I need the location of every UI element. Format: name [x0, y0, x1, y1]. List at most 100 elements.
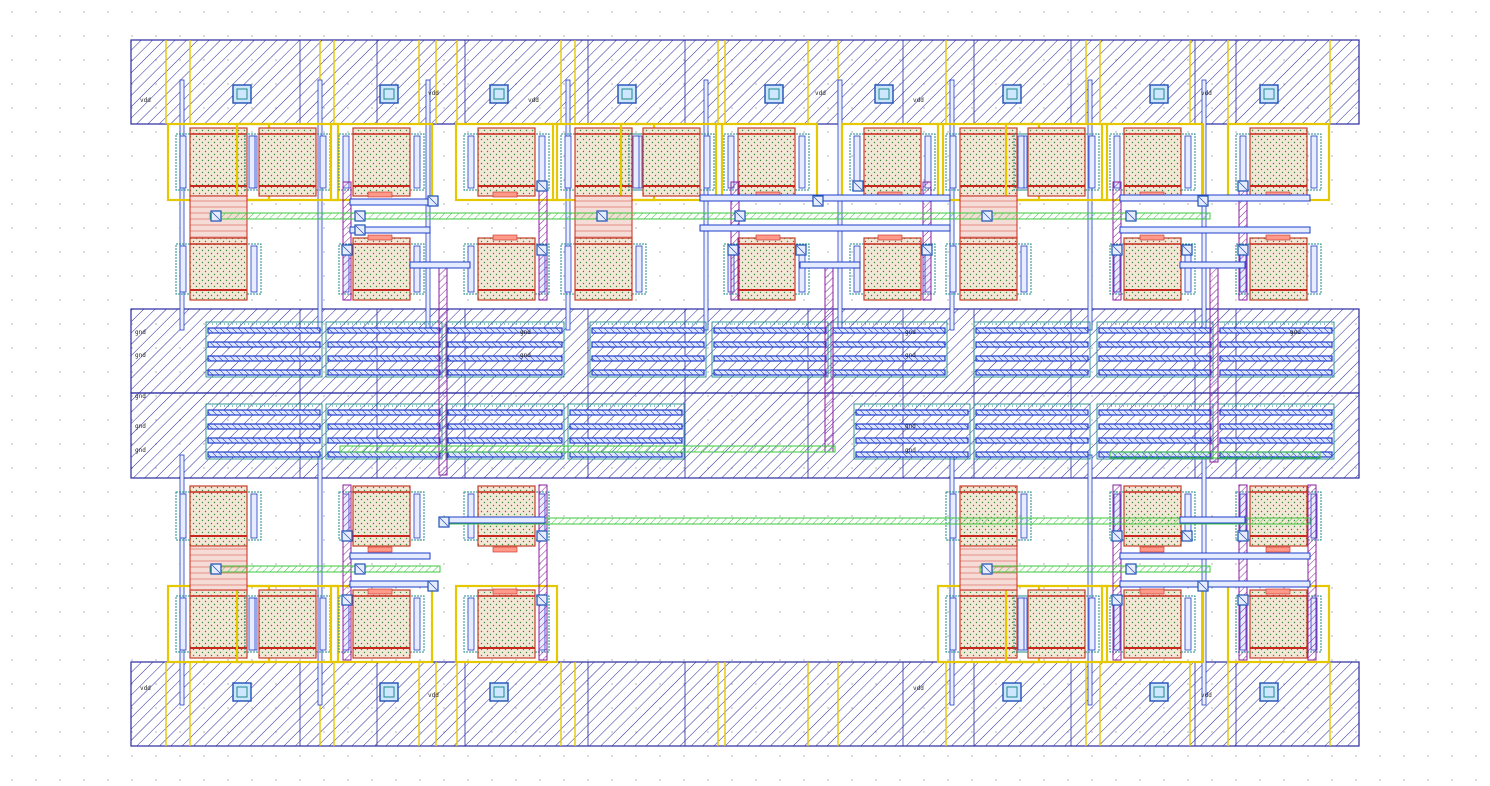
metal2-horizontal-route[interactable] [339, 445, 836, 453]
source-contact-strip[interactable] [949, 493, 957, 539]
rail-contact[interactable] [379, 84, 399, 104]
drain-contact-strip[interactable] [1088, 597, 1096, 651]
source-contact-strip[interactable] [949, 245, 957, 293]
transistor[interactable] [714, 122, 819, 202]
drain-contact-strip[interactable] [1310, 245, 1318, 293]
transistor[interactable] [175, 485, 262, 547]
gate-pin[interactable] [1139, 234, 1165, 241]
metal1-horizontal-route[interactable] [349, 198, 431, 206]
metal2-vertical-route[interactable] [538, 484, 548, 661]
capacitor-bank[interactable] [1217, 321, 1335, 378]
metal2-vertical-route[interactable] [538, 181, 548, 301]
power-rail[interactable] [130, 39, 1360, 125]
metal1-horizontal-route[interactable] [699, 194, 951, 202]
transistor[interactable] [560, 237, 647, 301]
metal1-horizontal-route[interactable] [1119, 552, 1311, 560]
gate-pin[interactable] [367, 234, 393, 241]
gate-pin[interactable] [1265, 588, 1291, 595]
source-contact-strip[interactable] [1239, 135, 1247, 189]
drain-contact-strip[interactable] [1310, 135, 1318, 189]
transistor[interactable] [175, 237, 262, 301]
source-contact-strip[interactable] [179, 245, 187, 293]
gate-pin[interactable] [755, 234, 781, 241]
metal1-horizontal-route[interactable] [799, 261, 861, 269]
metal1-horizontal-route[interactable] [1119, 226, 1311, 234]
gate-pin[interactable] [1139, 588, 1165, 595]
rail-contact[interactable] [617, 84, 637, 104]
gate-pin[interactable] [367, 546, 393, 553]
transistor[interactable] [1004, 584, 1109, 664]
rail-contact[interactable] [1002, 84, 1022, 104]
metal2-horizontal-route[interactable] [209, 212, 1211, 220]
source-contact-strip[interactable] [632, 135, 640, 189]
transistor[interactable] [1226, 122, 1331, 202]
transistor[interactable] [945, 485, 1032, 547]
metal1-horizontal-route[interactable] [349, 552, 431, 560]
source-contact-strip[interactable] [949, 597, 957, 651]
drain-contact-strip[interactable] [1184, 597, 1192, 651]
source-contact-strip[interactable] [342, 135, 350, 189]
rail-contact[interactable] [764, 84, 784, 104]
drain-contact-strip[interactable] [1020, 245, 1028, 293]
rail-contact[interactable] [489, 84, 509, 104]
metal2-vertical-route[interactable] [1112, 181, 1122, 301]
rail-contact[interactable] [1259, 84, 1279, 104]
drain-contact-strip[interactable] [250, 493, 258, 539]
metal2-vertical-route[interactable] [342, 181, 352, 301]
transistor[interactable] [1100, 122, 1205, 202]
source-contact-strip[interactable] [564, 135, 572, 189]
gate-pin[interactable] [1265, 546, 1291, 553]
source-contact-strip[interactable] [467, 245, 475, 293]
gate-pin[interactable] [367, 588, 393, 595]
drain-contact-strip[interactable] [319, 135, 327, 189]
transistor[interactable] [945, 237, 1032, 301]
drain-contact-strip[interactable] [635, 245, 643, 293]
power-rail-body[interactable] [130, 39, 1360, 125]
metal2-vertical-route[interactable] [1209, 261, 1219, 463]
metal2-horizontal-route[interactable] [979, 565, 1211, 573]
metal1-horizontal-route[interactable] [1179, 261, 1246, 269]
drain-contact-strip[interactable] [413, 493, 421, 539]
source-contact-strip[interactable] [179, 597, 187, 651]
source-contact-strip[interactable] [179, 493, 187, 539]
capacitor-bank[interactable] [205, 321, 323, 378]
metal2-vertical-route[interactable] [438, 261, 448, 476]
drain-contact-strip[interactable] [798, 135, 806, 189]
source-contact-strip[interactable] [564, 245, 572, 293]
rail-contact[interactable] [489, 682, 509, 702]
source-contact-strip[interactable] [248, 135, 256, 189]
rail-contact[interactable] [1149, 682, 1169, 702]
capacitor-bank[interactable] [1096, 321, 1214, 378]
power-rail-body[interactable] [130, 308, 1360, 394]
transistor[interactable] [1004, 122, 1109, 202]
metal1-horizontal-route[interactable] [1179, 516, 1246, 524]
transistor[interactable] [454, 122, 559, 202]
rail-contact[interactable] [1149, 84, 1169, 104]
metal1-horizontal-route[interactable] [699, 224, 951, 232]
capacitor-bank[interactable] [567, 403, 685, 460]
metal2-vertical-route[interactable] [1238, 484, 1248, 661]
drain-contact-strip[interactable] [413, 135, 421, 189]
source-contact-strip[interactable] [467, 597, 475, 651]
source-contact-strip[interactable] [467, 135, 475, 189]
drain-contact-strip[interactable] [413, 597, 421, 651]
capacitor-bank[interactable] [853, 403, 971, 460]
drain-contact-strip[interactable] [703, 135, 711, 189]
power-rail[interactable] [130, 308, 1360, 394]
rail-contact[interactable] [232, 84, 252, 104]
rail-contact[interactable] [874, 84, 894, 104]
source-contact-strip[interactable] [179, 135, 187, 189]
metal1-horizontal-route[interactable] [439, 516, 546, 524]
source-contact-strip[interactable] [467, 493, 475, 539]
rail-contact[interactable] [1259, 682, 1279, 702]
metal2-vertical-route[interactable] [730, 181, 740, 301]
metal1-horizontal-route[interactable] [1119, 194, 1311, 202]
metal2-horizontal-route[interactable] [1109, 451, 1321, 459]
drain-contact-strip[interactable] [1020, 493, 1028, 539]
power-rail[interactable] [130, 661, 1360, 747]
metal2-vertical-route[interactable] [824, 261, 834, 453]
source-contact-strip[interactable] [248, 597, 256, 651]
metal2-horizontal-route[interactable] [209, 565, 441, 573]
rail-contact[interactable] [379, 682, 399, 702]
gate-pin[interactable] [1139, 546, 1165, 553]
